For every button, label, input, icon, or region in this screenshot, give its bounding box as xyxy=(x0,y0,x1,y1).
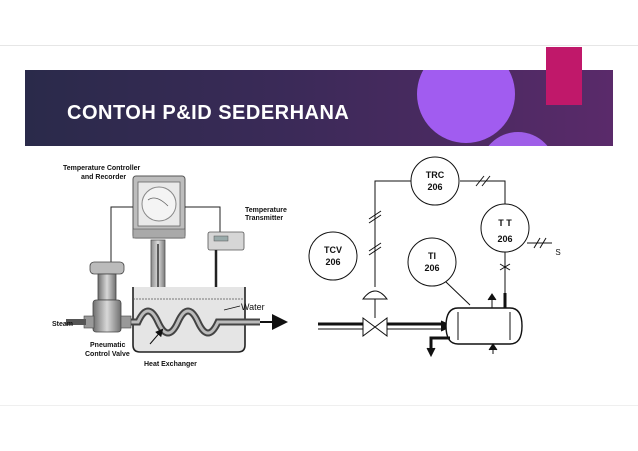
pneumatic-control-valve xyxy=(83,261,132,333)
left-pictorial-diagram: Temperature Controller and Recorder Temp… xyxy=(52,165,288,368)
valve-label-2: Control Valve xyxy=(85,351,130,358)
signal-hash-marks xyxy=(368,175,547,271)
top-divider xyxy=(0,45,638,46)
tcv-number: 206 xyxy=(325,257,340,267)
ti-tag: TI xyxy=(428,251,436,261)
accent-rectangle xyxy=(546,47,582,105)
heat-exchanger-shell xyxy=(445,307,523,345)
right-pid-schematic xyxy=(308,156,552,358)
temp-transmitter-label-1: Temperature xyxy=(245,207,287,214)
slide-title: CONTOH P&ID SEDERHANA xyxy=(67,102,350,124)
tt-tag: T T xyxy=(498,218,512,228)
valve-actuator xyxy=(361,290,389,300)
temp-transmitter-label-2: Transmitter xyxy=(245,215,283,222)
temp-controller-label-1: Temperature Controller xyxy=(63,165,141,172)
tcv-bubble xyxy=(308,231,358,281)
valve-label-1: Pneumatic xyxy=(90,342,126,349)
tt-bubble xyxy=(480,203,530,253)
title-banner: CONTOH P&ID SEDERHANA xyxy=(25,70,613,146)
ti-number: 206 xyxy=(424,263,439,273)
temperature-transmitter xyxy=(207,231,245,302)
s-label: S xyxy=(555,248,560,257)
temp-controller-label-2: and Recorder xyxy=(81,174,126,181)
tcv-tag: TCV xyxy=(324,245,342,255)
bottom-divider xyxy=(0,405,638,406)
trc-bubble xyxy=(410,156,460,206)
control-valve-symbol xyxy=(362,317,388,337)
ti-bubble xyxy=(407,237,457,287)
trc-number: 206 xyxy=(427,182,442,192)
steam-label: Steam xyxy=(52,321,73,328)
water-label: Water xyxy=(241,302,265,312)
heat-exchanger-label: Heat Exchanger xyxy=(144,361,197,368)
tt-number: 206 xyxy=(497,234,512,244)
trc-tag: TRC xyxy=(426,170,445,180)
temperature-recorder xyxy=(132,175,186,239)
